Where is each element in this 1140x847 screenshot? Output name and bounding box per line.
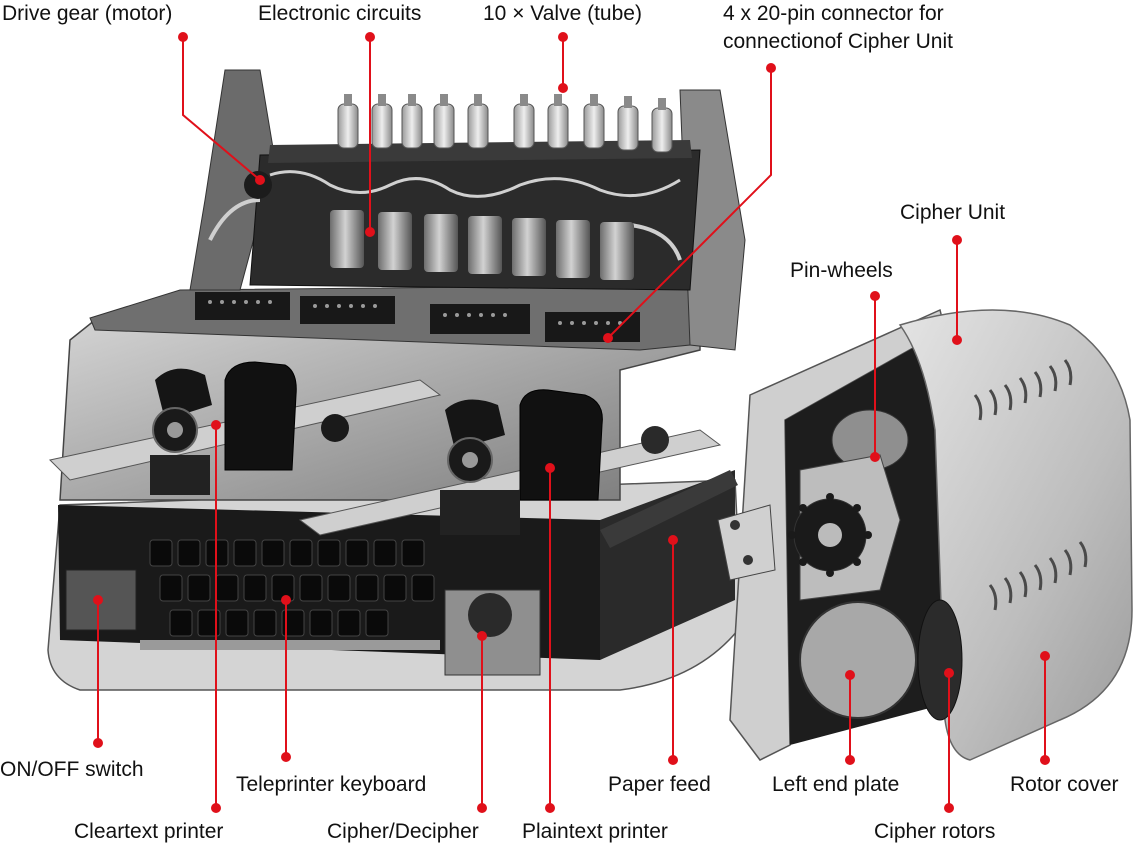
dot-drive-gear-target xyxy=(255,175,265,185)
dot-left-end-plate-target xyxy=(845,670,855,680)
dot-plaintext-target xyxy=(545,463,555,473)
dot-pin-wheels-top xyxy=(870,291,880,301)
leader-connector xyxy=(607,68,772,339)
end-plate-disc xyxy=(799,601,917,719)
label-on-off-switch: ON/OFF switch xyxy=(0,758,144,781)
dot-drive-gear-top xyxy=(178,32,188,42)
main-machine xyxy=(47,69,746,691)
paper-feed-roller xyxy=(600,470,738,548)
label-pin-wheels: Pin-wheels xyxy=(790,259,893,282)
dot-on-off-target xyxy=(93,595,103,605)
dot-left-end-plate-bottom xyxy=(845,755,855,765)
capacitor-cans xyxy=(330,210,634,280)
keyboard-keys xyxy=(149,539,435,637)
label-teleprinter-keyboard: Teleprinter keyboard xyxy=(236,773,427,796)
dot-cleartext-bottom xyxy=(211,803,221,813)
dot-rotor-cover-bottom xyxy=(1040,755,1050,765)
dot-paper-feed-target xyxy=(668,535,678,545)
dot-plaintext-bottom xyxy=(545,803,555,813)
pin-connectors xyxy=(195,292,640,342)
cable-left xyxy=(208,198,261,241)
dot-electronic-circuits-target xyxy=(365,227,375,237)
label-valves: 10 × Valve (tube) xyxy=(483,2,642,25)
dot-rotor-cover-target xyxy=(1040,651,1050,661)
vent-slots xyxy=(973,359,1088,611)
dot-cipher-unit-target xyxy=(952,335,962,345)
label-left-end-plate: Left end plate xyxy=(772,773,900,796)
label-cipher-rotors: Cipher rotors xyxy=(874,820,996,843)
gear-teeth xyxy=(788,493,872,577)
label-connector-line2: connectionof Cipher Unit xyxy=(723,30,953,53)
label-cipher-decipher: Cipher/Decipher xyxy=(327,820,479,843)
space-bar xyxy=(140,640,440,650)
dot-connector-top xyxy=(766,63,776,73)
drive-gear xyxy=(244,171,272,199)
dot-pin-wheels-target xyxy=(870,452,880,462)
dot-electronic-circuits-top xyxy=(365,32,375,42)
dot-on-off-bottom xyxy=(93,738,103,748)
wiring-harness xyxy=(269,170,681,198)
gear-hub xyxy=(818,523,842,547)
selector-knob xyxy=(468,593,512,637)
cable-right xyxy=(629,223,682,261)
dot-cleartext-target xyxy=(211,420,221,430)
leader-drive-gear xyxy=(182,37,261,181)
dot-connector-target xyxy=(603,333,613,343)
cleartext-printer-unit xyxy=(150,361,349,495)
dot-cipher-decipher-target xyxy=(477,631,487,641)
dot-cipher-rotors-target xyxy=(944,668,954,678)
dot-keyboard-bottom xyxy=(281,752,291,762)
dot-cipher-rotors-bottom xyxy=(944,803,954,813)
dot-paper-feed-bottom xyxy=(668,755,678,765)
connector-pins xyxy=(208,300,622,325)
label-cipher-unit: Cipher Unit xyxy=(900,201,1006,224)
plaintext-printer-unit xyxy=(440,389,669,535)
label-electronic-circuits: Electronic circuits xyxy=(258,2,422,25)
leader-dots xyxy=(93,32,1050,813)
label-cleartext-printer: Cleartext printer xyxy=(74,820,224,843)
valves xyxy=(337,94,673,153)
label-paper-feed: Paper feed xyxy=(608,773,711,796)
label-rotor-cover: Rotor cover xyxy=(1010,773,1119,796)
label-connector-line1: 4 x 20-pin connector for xyxy=(723,2,944,25)
cipher-rotor-stack xyxy=(917,599,963,721)
leader-lines xyxy=(97,37,1046,808)
label-plaintext-printer: Plaintext printer xyxy=(522,820,668,843)
label-drive-gear: Drive gear (motor) xyxy=(2,2,173,25)
dot-valves-target xyxy=(558,83,568,93)
dot-keyboard-target xyxy=(281,595,291,605)
dot-cipher-unit-top xyxy=(952,235,962,245)
dot-valves-top xyxy=(558,32,568,42)
dot-cipher-decipher-bottom xyxy=(477,803,487,813)
cipher-unit xyxy=(717,308,1133,761)
